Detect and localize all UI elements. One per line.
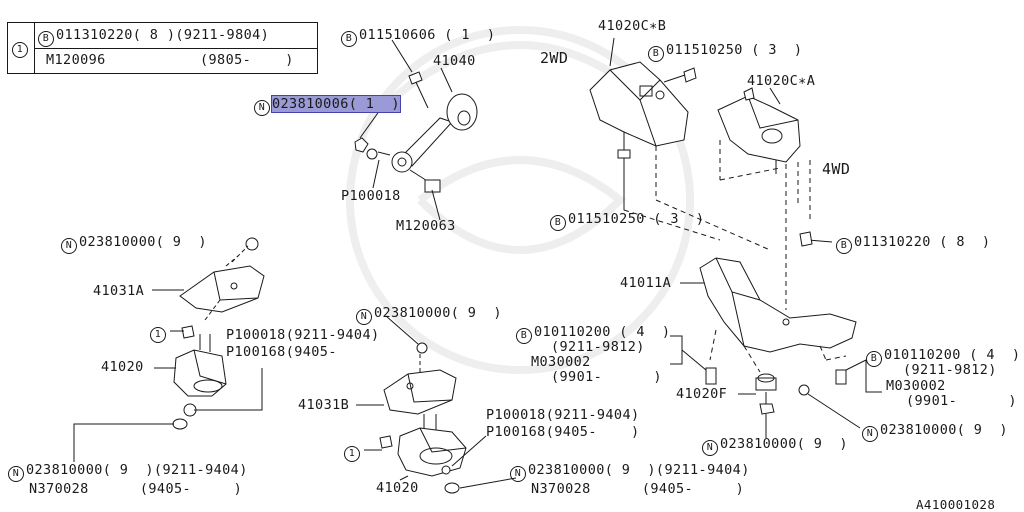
leader-m120063 — [431, 189, 441, 221]
part-41020CA-bracket — [717, 87, 801, 174]
callout-41020CB: 41020C∗B — [598, 18, 667, 34]
bracket-010110200-r — [845, 359, 882, 393]
leader-41020-center — [399, 475, 409, 481]
figure-id: A410001028 — [916, 497, 996, 512]
callout-41020CA: 41020C∗A — [747, 73, 816, 89]
dashed-crossmember-lines — [709, 329, 847, 373]
legend-row1-part: 011310220 — [56, 27, 133, 43]
label-4wd: 4WD — [822, 160, 851, 178]
leader-p100018-bot — [451, 435, 487, 467]
part-41040-pitching-stopper — [354, 71, 478, 193]
callout-p100018-bot: P100018(9211-9404) — [486, 407, 640, 423]
callout-41020-left: 41020 — [101, 359, 144, 375]
part-41020-mount-center — [397, 414, 467, 494]
callout-41031B: 41031B — [298, 397, 350, 413]
legend-ref-marker: 1 — [12, 39, 30, 58]
callout-m030002-center: M030002 — [531, 354, 591, 370]
callout-p100168-bot: P100168(9405- ) — [486, 424, 640, 440]
leader-41040 — [440, 67, 453, 93]
leader-p100018-mid — [194, 368, 263, 411]
bracket-010110200-c — [670, 335, 707, 371]
legend-row2-range: (9805- ) — [200, 52, 294, 68]
callout-ref1-left: 1 — [150, 324, 168, 343]
callout-ref1-center: 1 — [344, 443, 362, 462]
leader-p100018 — [372, 159, 380, 189]
legend-row1-qty: ( 8 ) — [132, 27, 176, 43]
legend-row2-part: M120096 — [46, 52, 106, 68]
callout-41031A: 41031A — [93, 283, 145, 299]
callout-n370028-bottom-center: N370028 (9405- ) — [531, 481, 745, 497]
bolt-center-right — [705, 367, 717, 385]
part-41020F-mount — [755, 373, 777, 415]
callout-41020F: 41020F — [676, 386, 728, 402]
callout-41040: 41040 — [433, 53, 476, 69]
part-41020CB-bracket — [589, 61, 697, 159]
label-2wd: 2WD — [540, 49, 569, 67]
legend-row1-prefix: B — [38, 31, 54, 47]
legend-divider-h — [34, 48, 317, 49]
leader-n-023810000-r2 — [807, 393, 861, 429]
part-41011A-crossmember — [699, 257, 857, 353]
part-41031B-bracket — [379, 342, 457, 449]
legend-divider-v — [34, 23, 35, 73]
callout-m030002-right: M030002 — [886, 378, 946, 394]
leader-n-023810000-bc — [459, 477, 517, 489]
callout-b-010110200-center-range: (9211-9812) — [551, 339, 645, 355]
callout-p100018-top: P100018 — [341, 188, 401, 204]
callout-p100018-mid: P100018(9211-9404) — [226, 327, 380, 343]
callout-41011A: 41011A — [620, 275, 672, 291]
callout-m120063: M120063 — [396, 218, 456, 234]
callout-p100168-mid: P100168(9405- — [226, 344, 337, 360]
callout-m030002-center-range: (9901- ) — [551, 369, 662, 385]
leader-011510606 — [391, 39, 413, 73]
nut-right — [798, 384, 810, 396]
part-41020-mount-left — [172, 299, 227, 430]
legend-row1-range: (9211-9804) — [175, 27, 270, 43]
leader-n-023810000-c — [385, 315, 419, 345]
callout-n370028-bottom-left: N370028 (9405- ) — [29, 481, 243, 497]
leader-n-023810000-bl — [73, 423, 174, 462]
leader-41020CA — [769, 87, 781, 105]
leader-023810006 — [359, 109, 381, 139]
bolt-011310220 — [799, 231, 813, 247]
leader-011310220 — [807, 239, 833, 243]
callout-m030002-right-range: (9901- ) — [906, 393, 1017, 409]
highlighted-part-number[interactable]: 023810006( 1 ) — [271, 95, 401, 113]
bolt-right — [835, 369, 847, 385]
callout-41020-center: 41020 — [376, 480, 419, 496]
callout-b-010110200-right-range: (9211-9812) — [903, 362, 997, 378]
leader-41020CB — [609, 37, 615, 67]
dashed-assembly-lines — [623, 140, 811, 310]
